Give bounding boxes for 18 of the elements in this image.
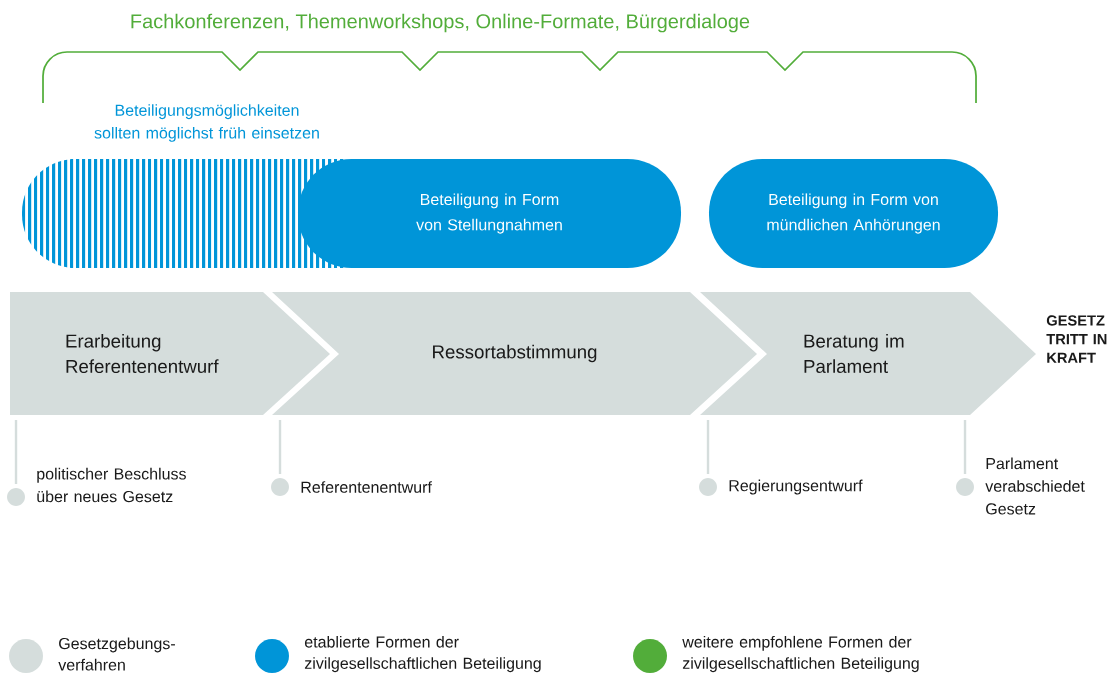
milestone-label: Referentenentwurf [301,481,432,493]
node-label: Beteiligung in Form von Stellungnahmen [416,193,562,234]
phase-band: Erarbeitung Referentenentwurf [10,292,330,415]
participation-pill: Beteiligung in Form von Stellungnahmen [298,159,681,268]
milestone-label: politischer Beschluss über neues Gesetz [37,467,186,503]
milestone-label: Parlament verabschiedet Gesetz [985,457,1085,515]
phase-band: Ressortabstimmung [272,292,757,415]
node-label: Beratung im Parlament [804,333,904,374]
legend-label: Gesetzgebungs- verfahren [58,637,175,671]
milestone-label: Regierungsentwurf [729,479,863,495]
node-label: Beteiligungsmöglichkeiten sollten möglichst früh einsetzen [94,104,319,142]
brace-label: Fachkonferenzen, Themenworkshops, Online-Formate, Bürgerdialoge [131,13,750,33]
legend-label: etablierte Formen der zivilgesellschaftlichen Beteiligung [304,635,541,673]
phase-band: Beratung im Parlament [700,292,1036,415]
legend-label: weitere empfohlene Formen der zivilgesellschaftlichen Beteiligung [682,635,919,673]
participation-pill: Beteiligung in Form von mündlichen Anhörungen [709,159,998,268]
node-label: Erarbeitung Referentenentwurf [66,333,219,374]
node-label: Ressortabstimmung [433,344,597,363]
